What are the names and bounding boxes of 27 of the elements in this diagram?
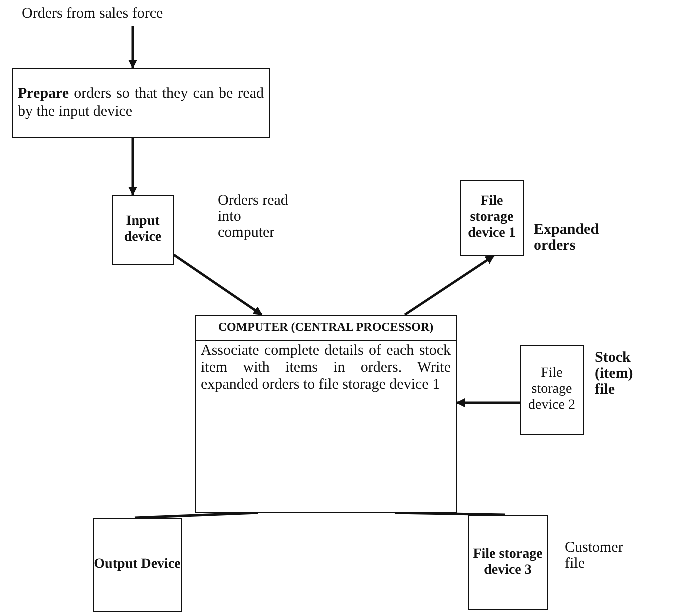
processor-box [195, 315, 457, 513]
box-description: Associate complete details of each stock item with items in orders. Write expanded orders to file storage device 1 [200, 342, 452, 395]
box-text: File storage device 3 [472, 546, 544, 578]
process-box [460, 180, 524, 256]
process-box [12, 68, 270, 138]
box-text: File storage device 1 [467, 194, 517, 242]
box-text: Output Device [94, 557, 181, 573]
arrow [404, 254, 495, 316]
arrow [456, 398, 520, 408]
arrow [128, 138, 138, 196]
arrow [128, 26, 138, 69]
box-heading: COMPUTER (CENTRAL PROCESSOR) [196, 316, 456, 341]
arrow [173, 254, 263, 316]
side-note: Customer file [565, 540, 624, 572]
process-box [520, 345, 584, 435]
side-note: Orders read into computer [218, 193, 290, 241]
box-text: Input device [123, 214, 163, 246]
side-note: Expanded orders [534, 222, 600, 254]
process-box [93, 518, 182, 612]
connector-line [134, 512, 258, 520]
side-note: Stock (item) file [595, 350, 634, 398]
process-box [468, 515, 548, 610]
input-label: Orders from sales force [22, 6, 237, 24]
box-text: File storage device 2 [527, 366, 577, 414]
process-box [112, 195, 174, 265]
connector-line [394, 512, 506, 516]
box-text: Prepare orders so that they can be read by the input device [17, 85, 265, 122]
